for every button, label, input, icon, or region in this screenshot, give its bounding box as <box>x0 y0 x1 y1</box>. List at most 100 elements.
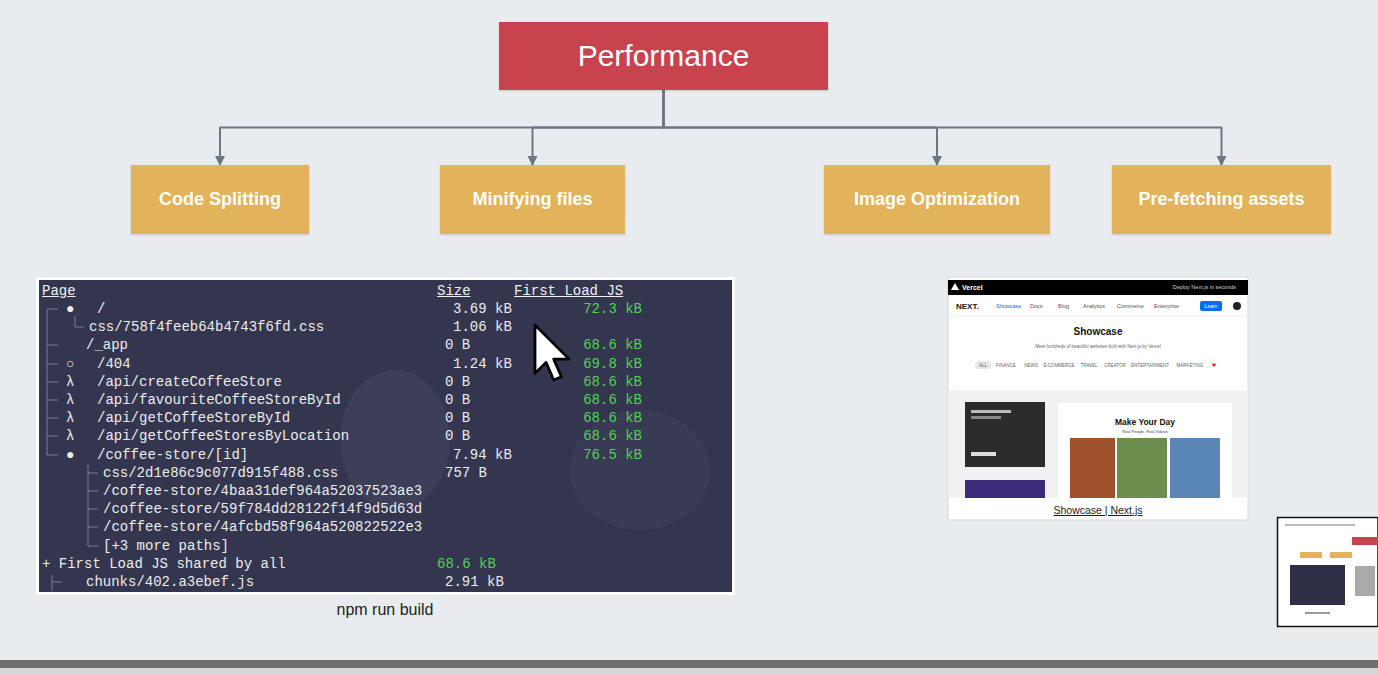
route-symbol: ● <box>66 447 74 463</box>
github-icon <box>1233 302 1241 310</box>
tree-line <box>75 316 84 327</box>
route-symbol: ● <box>66 301 74 317</box>
thumbnail <box>1278 518 1378 627</box>
load-cell: 68.6 kB <box>583 337 642 353</box>
thumbnail <box>1305 612 1330 614</box>
screenshot-text: Vercel <box>962 284 983 291</box>
caption: npm run build <box>337 601 434 619</box>
size-cell: 2.91 kB <box>445 574 504 590</box>
size-cell: 1.06 kB <box>453 319 512 335</box>
route-symbol: λ <box>66 374 74 390</box>
thumbnail <box>1290 565 1345 605</box>
load-cell: 72.3 kB <box>583 301 642 317</box>
screenshot-text: Make Your Day <box>1115 417 1175 427</box>
route-symbol: λ <box>66 410 74 426</box>
gallery-ground <box>948 390 1248 498</box>
size-cell: 3.69 kB <box>453 301 512 317</box>
screenshot-frame <box>948 277 1248 520</box>
box-label: Image Optimization <box>854 189 1020 211</box>
box-label: Performance <box>578 38 750 74</box>
screenshot-text: CREATOR <box>1104 363 1126 368</box>
screenshot-frame <box>36 277 735 595</box>
load-cell: 69.8 kB <box>583 356 642 372</box>
route-path: /api/favouriteCoffeeStoreById <box>97 392 341 408</box>
divider <box>948 316 1248 317</box>
screenshot-text: Commerce <box>1117 303 1144 309</box>
button <box>1200 301 1222 311</box>
load-cell: 68.6 kB <box>583 392 642 408</box>
tree-line <box>52 575 62 591</box>
screenshot-text: Analytics <box>1083 303 1105 309</box>
summary-row: + First Load JS shared by all <box>42 556 286 572</box>
route-path: / <box>97 301 105 317</box>
route-path: chunks/402.a3ebef.js <box>86 574 254 590</box>
route-symbol: ○ <box>66 356 74 372</box>
screenshot-text: Showcase <box>1074 326 1123 337</box>
table-header: First Load JS <box>514 283 623 299</box>
thumbnail <box>1330 552 1352 558</box>
size-cell: 0 B <box>445 392 470 408</box>
table-header: Page <box>42 283 76 299</box>
route-path: css/758f4feeb64b4743f6fd.css <box>89 319 324 335</box>
route-path: /404 <box>97 356 131 372</box>
screenshot-text: MARKETING <box>1177 363 1204 368</box>
photo <box>1070 438 1115 498</box>
route-path: /coffee-store/4baa31def964a52037523ae3 <box>103 483 422 499</box>
site-card <box>965 480 1045 498</box>
screenshot-text: Meet hundreds of beautiful websites buil… <box>1035 344 1161 349</box>
screenshot-text: Blog <box>1058 303 1069 309</box>
terminal-panel <box>39 280 732 592</box>
screenshot-text: FINANCE <box>996 363 1016 368</box>
route-path: /api/createCoffeeStore <box>97 374 282 390</box>
screenshot-text: NEWS <box>1024 363 1038 368</box>
route-path: /_app <box>86 337 128 353</box>
bottom-bar <box>0 668 1378 675</box>
site-card <box>971 416 1001 419</box>
topic-box: Pre-fetching assets <box>1112 165 1331 234</box>
screenshot-text: ALL <box>979 363 987 368</box>
size-cell: 757 B <box>445 465 487 481</box>
load-cell: 68.6 kB <box>437 556 496 572</box>
photo <box>1117 438 1167 498</box>
screenshot-text: Enterprise <box>1154 303 1179 309</box>
mouse-cursor <box>535 325 569 380</box>
topic-box: Minifying files <box>440 165 625 234</box>
size-cell: 0 B <box>445 337 470 353</box>
site-card <box>965 402 1045 467</box>
connector <box>220 90 664 165</box>
box-label: Pre-fetching assets <box>1138 189 1304 211</box>
site-card <box>971 410 1011 413</box>
vercel-logo <box>951 283 959 290</box>
thumbnail <box>1285 524 1355 526</box>
size-cell: 7.94 kB <box>453 447 512 463</box>
screenshot-text: NEXT. <box>956 302 979 311</box>
bottom-bar <box>0 660 1378 668</box>
route-symbol: λ <box>66 428 74 444</box>
route-path: css/2d1e86c9c077d915f488.css <box>103 465 338 481</box>
photo <box>1170 438 1220 498</box>
screenshot-text: ♥ <box>1212 362 1216 368</box>
box-label: Code Splitting <box>159 189 281 211</box>
route-path: /coffee-store/59f784dd28122f14f9d5d63d <box>103 501 422 517</box>
box-label: Minifying files <box>472 189 592 211</box>
screenshot-text: Docs <box>1030 303 1043 309</box>
size-cell: 0 B <box>445 428 470 444</box>
route-path: /coffee-store/4afcbd58f964a520822522e3 <box>103 519 422 535</box>
tab-pill <box>975 361 991 369</box>
size-cell: 1.24 kB <box>453 356 512 372</box>
tree-line <box>47 309 58 455</box>
screenshot-text: Real People, Real Videos <box>1122 429 1168 434</box>
thumbnail <box>1355 566 1375 596</box>
connector <box>664 90 1222 165</box>
screenshot-text: Showcase <box>996 303 1021 309</box>
load-cell: 68.6 kB <box>583 410 642 426</box>
screenshot-text: ENTERTAINMENT <box>1131 363 1169 368</box>
topic-box: Image Optimization <box>824 165 1050 234</box>
route-path: /api/getCoffeeStoreById <box>97 410 290 426</box>
site-card <box>1058 403 1232 498</box>
thumbnail <box>1352 537 1378 545</box>
load-cell: 76.5 kB <box>583 447 642 463</box>
